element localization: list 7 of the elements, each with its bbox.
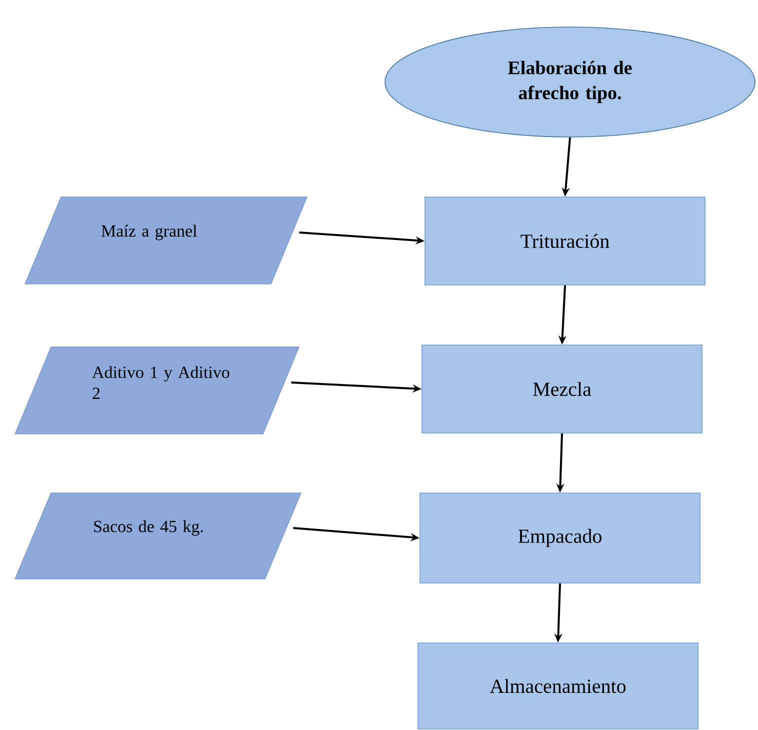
process-box: Almacenamiento [418,642,698,730]
input-parallelogram: Aditivo 1 y Aditivo 2 [14,346,300,434]
process-box: Mezcla [422,344,702,434]
input-parallelogram: Maíz a granel [24,196,308,284]
process-box: Trituración [424,196,706,286]
input-parallelogram: Sacos de 45 kg. [14,492,302,580]
process-box: Empacado [420,492,700,584]
